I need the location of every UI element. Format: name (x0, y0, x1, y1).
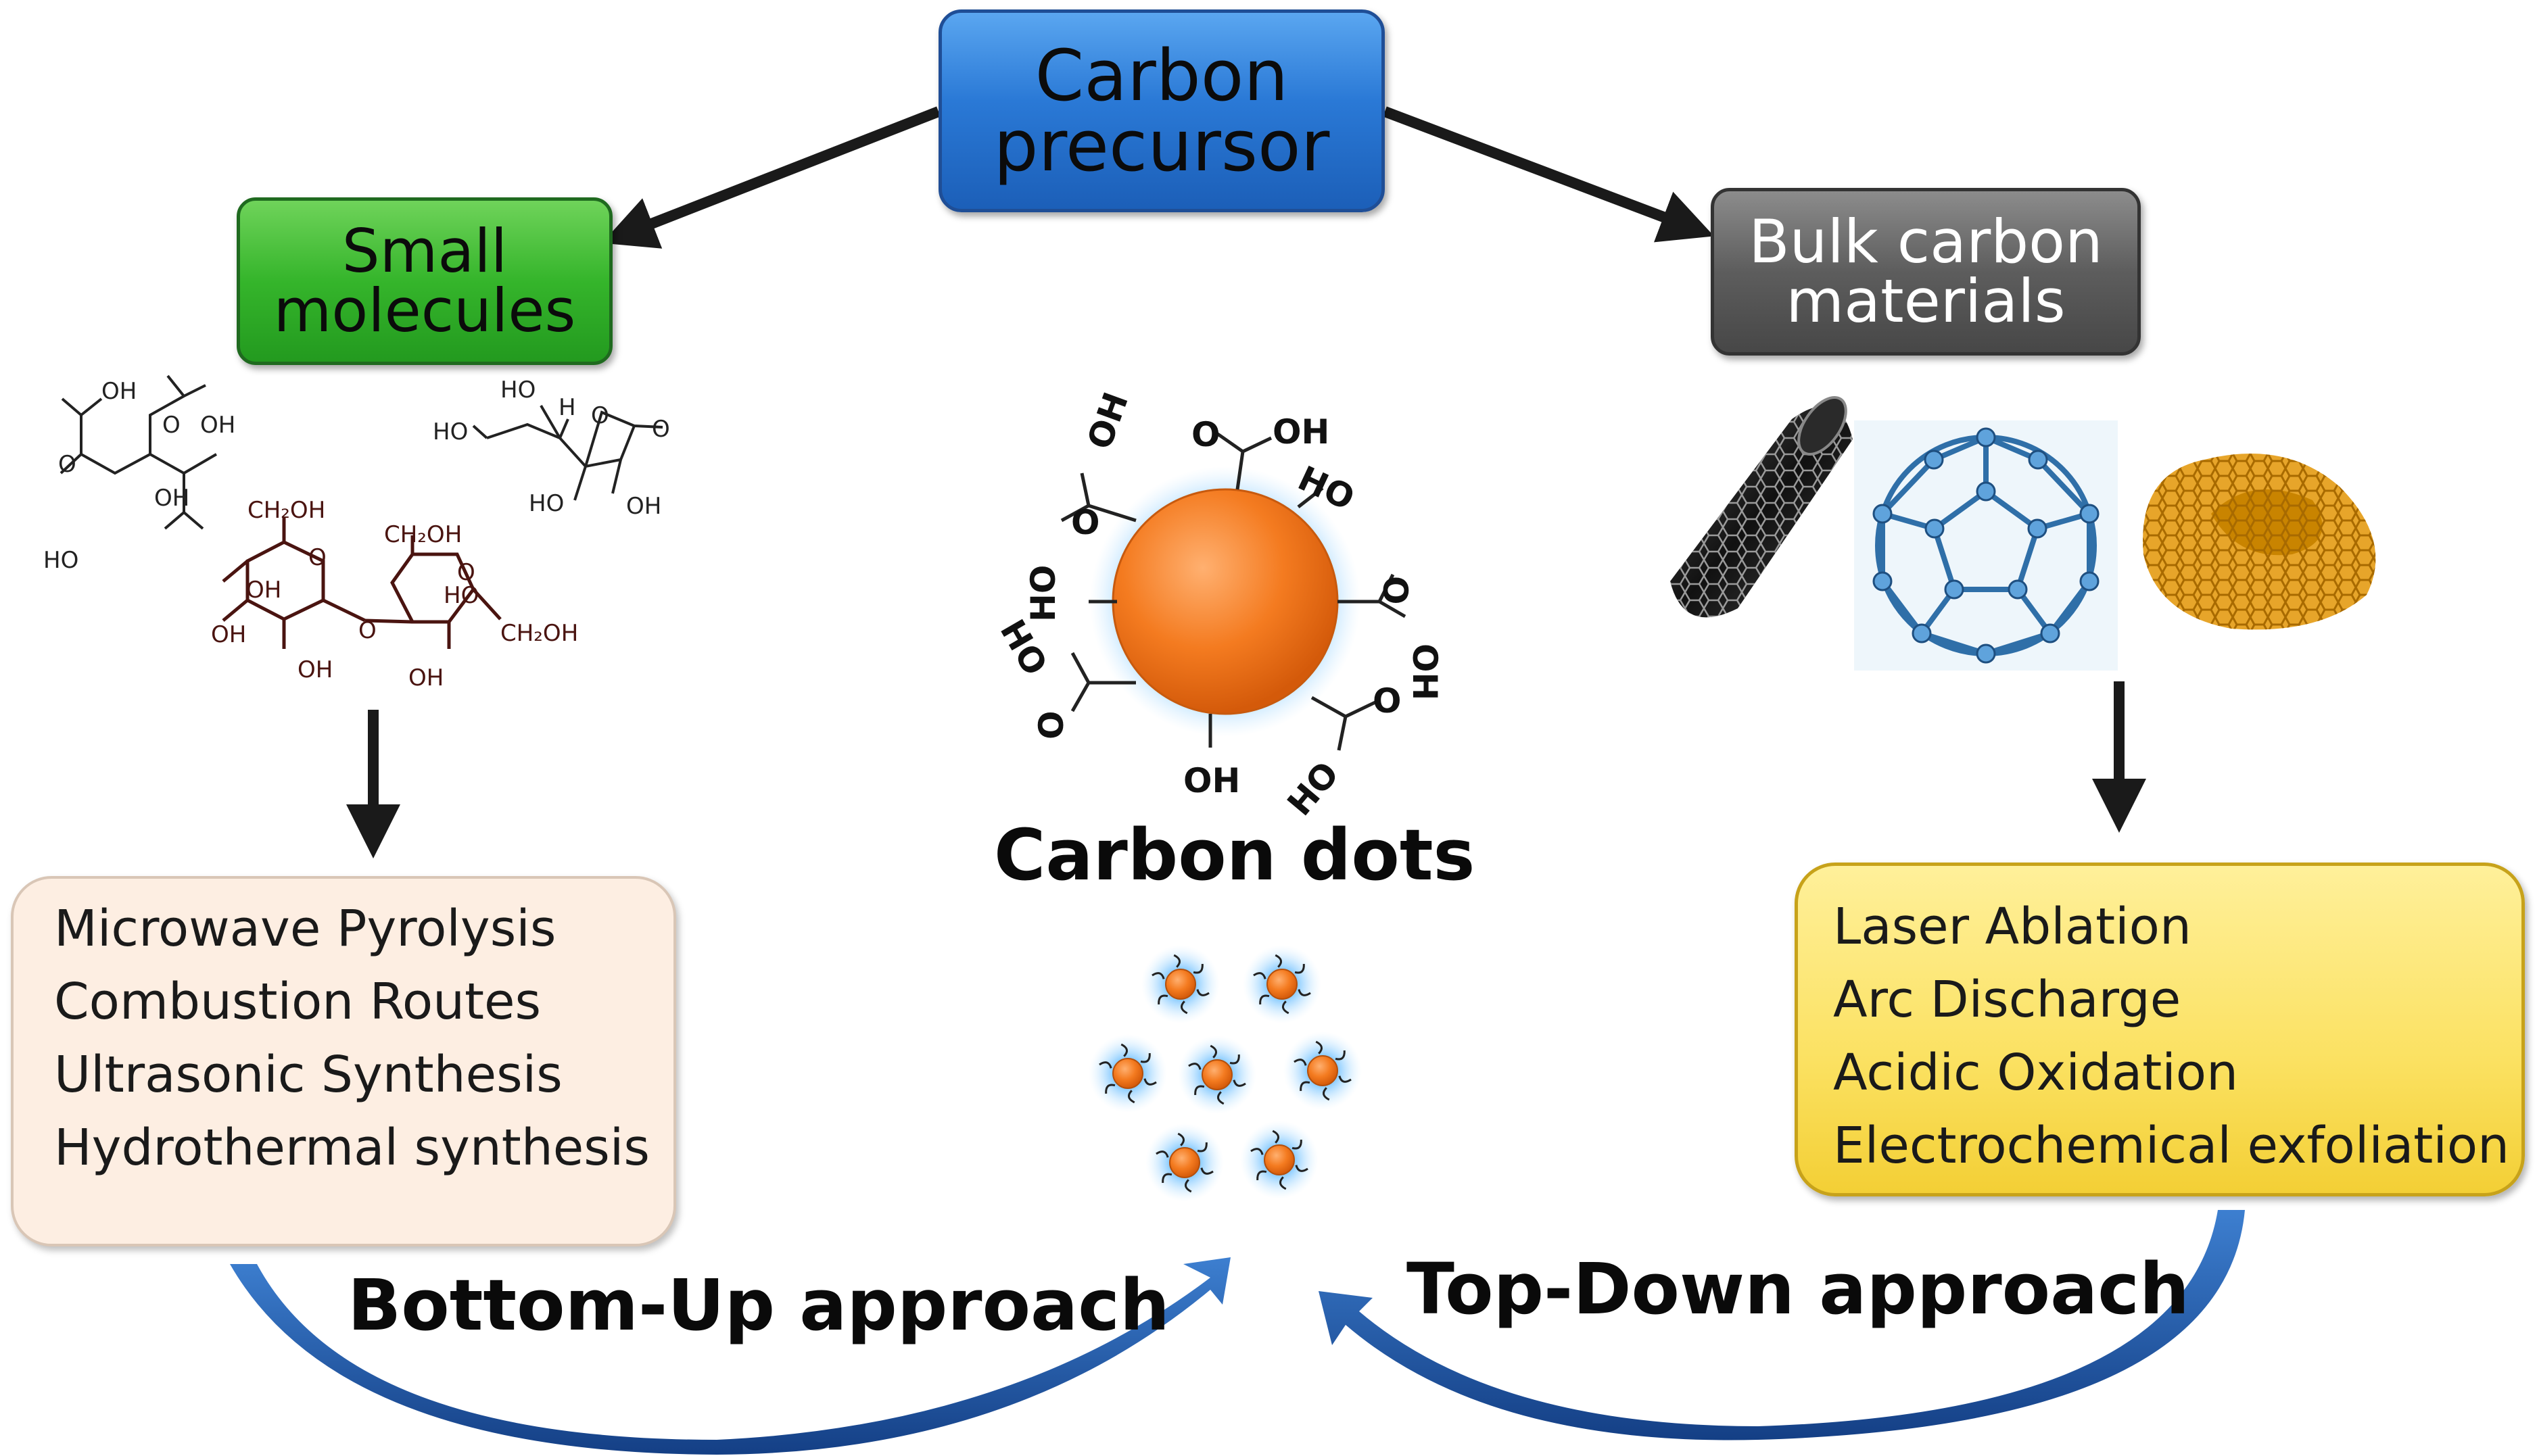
svg-text:OH: OH (211, 621, 246, 648)
svg-text:O: O (1071, 503, 1100, 542)
svg-text:HO: HO (993, 613, 1055, 682)
ascorbic-acid-labels: HO HO H O O HO OH (433, 377, 670, 520)
method-item: Acidic Oxidation (1833, 1044, 2238, 1102)
svg-text:O: O (457, 559, 475, 586)
sucrose-structure (222, 518, 502, 649)
small-carbon-dot (1178, 1036, 1256, 1114)
small-carbon-dot (1243, 945, 1321, 1023)
svg-text:O: O (308, 544, 327, 571)
svg-text:OH: OH (298, 656, 333, 683)
svg-text:CH₂OH: CH₂OH (500, 620, 578, 647)
method-item: Electrochemical exfoliation (1833, 1117, 2510, 1175)
top-down-methods-box: Laser Ablation Arc Discharge Acidic Oxid… (1795, 863, 2525, 1196)
small-carbon-dot (1141, 945, 1220, 1023)
method-item: Hydrothermal synthesis (54, 1119, 650, 1177)
carbon-dots-cluster (1089, 945, 1362, 1202)
method-item: Microwave Pyrolysis (54, 900, 556, 958)
svg-text:OH: OH (1183, 761, 1240, 800)
svg-text:O: O (1373, 681, 1402, 721)
svg-text:HO: HO (433, 418, 468, 445)
method-item: Ultrasonic Synthesis (54, 1046, 563, 1104)
small-molecules-box: Small molecules (237, 197, 613, 365)
svg-text:OH: OH (246, 577, 281, 604)
carbon-precursor-line1: Carbon (1035, 34, 1289, 117)
carbon-dots-label: Carbon dots (994, 814, 1475, 896)
svg-text:O: O (162, 412, 181, 439)
svg-text:O: O (652, 416, 670, 443)
carbon-dot-large (1090, 466, 1360, 737)
carbon-precursor-box: Carbon precursor (939, 9, 1385, 212)
bulk-carbon-line1: Bulk carbon (1749, 207, 2103, 276)
svg-text:O: O (58, 451, 76, 478)
small-molecules-line1: Small (341, 216, 508, 286)
svg-text:OH: OH (200, 412, 235, 439)
svg-text:HO: HO (500, 377, 536, 404)
citric-acid-labels: OH O OH OH HO O (43, 378, 235, 574)
arrow-to-small-molecules (602, 106, 941, 249)
bottom-up-approach-label: Bottom-Up approach (348, 1264, 1170, 1346)
small-carbon-dot (1089, 1034, 1167, 1113)
citric-acid-structure (60, 374, 218, 530)
svg-text:OH: OH (626, 493, 661, 520)
method-item: Combustion Routes (54, 973, 542, 1031)
bottom-up-methods-box: Microwave Pyrolysis Combustion Routes Ul… (11, 876, 676, 1246)
graphene-scroll-image (2143, 454, 2376, 630)
svg-text:OH: OH (1080, 387, 1136, 454)
svg-text:H: H (559, 394, 576, 421)
svg-text:OH: OH (408, 664, 444, 691)
top-down-approach-label: Top-Down approach (1406, 1248, 2189, 1330)
method-item: Laser Ablation (1833, 898, 2191, 956)
svg-text:HO: HO (529, 490, 564, 517)
svg-text:OH: OH (101, 378, 137, 405)
fullerene-image (1854, 420, 2118, 671)
svg-text:O: O (358, 617, 377, 644)
svg-text:O: O (1375, 576, 1415, 605)
svg-text:OH: OH (1405, 644, 1444, 700)
svg-text:HO: HO (1024, 565, 1063, 622)
small-carbon-dot (1240, 1121, 1319, 1199)
svg-text:CH₂OH: CH₂OH (384, 521, 462, 548)
carbon-precursor-line2: precursor (993, 105, 1330, 187)
bulk-carbon-box: Bulk carbon materials (1711, 188, 2141, 356)
small-carbon-dot (1283, 1032, 1362, 1110)
svg-text:CH₂OH: CH₂OH (247, 497, 325, 524)
svg-text:OH: OH (1273, 412, 1329, 452)
carbon-nanotube-image (1670, 395, 1853, 618)
method-item: Arc Discharge (1833, 971, 2181, 1029)
svg-text:HO: HO (444, 582, 479, 609)
svg-text:HO: HO (1280, 754, 1347, 823)
svg-text:O: O (591, 402, 609, 429)
carbon-dot-functional-groups (1060, 431, 1406, 751)
svg-text:HO: HO (43, 547, 78, 574)
arrow-to-bulk-carbon (1383, 106, 1714, 243)
small-molecules-line2: molecules (273, 276, 576, 345)
svg-text:O: O (1032, 710, 1071, 739)
ascorbic-acid-structure (472, 404, 663, 501)
small-carbon-dot (1145, 1123, 1224, 1202)
svg-text:OH: OH (154, 485, 189, 512)
sucrose-labels: CH₂OH CH₂OH CH₂OH OH OH OH OH HO O O O (211, 497, 578, 691)
bottom-up-curved-arrow (230, 1257, 1231, 1455)
bulk-carbon-line2: materials (1786, 266, 2066, 336)
svg-text:O: O (1191, 415, 1220, 454)
